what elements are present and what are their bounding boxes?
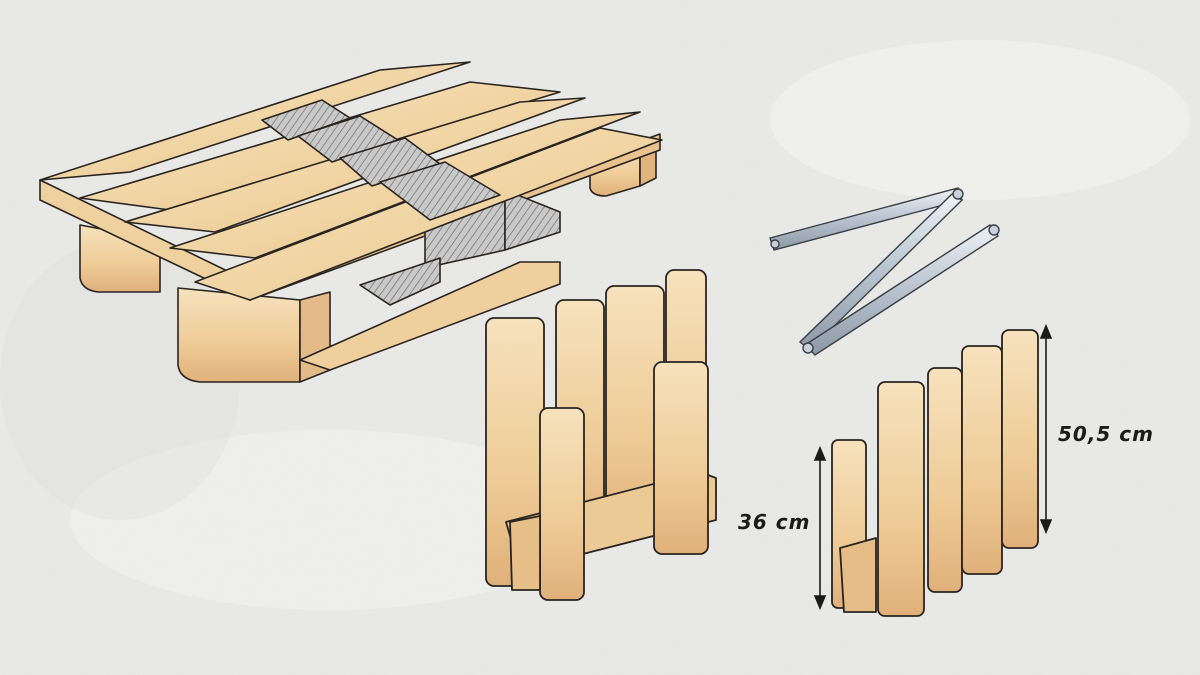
folding-metal-rods (769, 187, 1000, 356)
euro-pallet (39, 61, 663, 383)
dimension-label-short: 36 cm (738, 510, 811, 534)
left-board-assembly (485, 269, 717, 601)
pallet-bottom-runners (79, 137, 657, 383)
dimension-line-50-5 (1039, 323, 1053, 535)
pallet-top-boards (39, 61, 663, 301)
dimension-label-tall: 50,5 cm (1058, 422, 1155, 446)
right-board-assembly (831, 329, 1039, 617)
dimension-line-36 (813, 445, 827, 611)
